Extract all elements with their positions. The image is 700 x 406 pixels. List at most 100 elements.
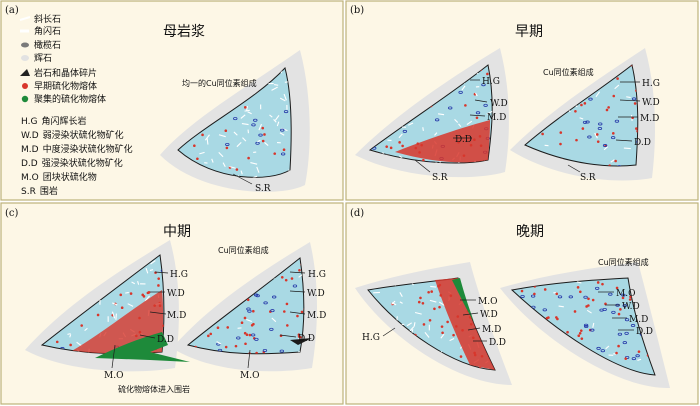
isotope-marker — [631, 97, 637, 101]
sulfide-droplet — [252, 309, 255, 313]
plagioclase-crystal — [84, 327, 88, 332]
plagioclase-crystal — [434, 132, 438, 136]
sulfide-droplet — [595, 133, 599, 136]
plagioclase-crystal — [413, 322, 416, 327]
label-sr-a: S.R — [255, 184, 271, 194]
isotope-marker — [542, 308, 547, 312]
intrusion-c-left — [25, 240, 190, 372]
sulfide-droplet — [580, 103, 583, 107]
sulfide-droplet — [541, 132, 544, 136]
sulfide-droplet — [580, 337, 584, 340]
plagioclase-crystal — [475, 92, 478, 97]
plagioclase-crystal — [251, 175, 258, 178]
sulfide-droplet — [459, 355, 463, 358]
isotope-marker — [624, 318, 630, 322]
isotope-marker — [631, 357, 637, 361]
isotope-marker — [475, 111, 481, 115]
isotope-marker — [271, 295, 277, 299]
sulfide-droplet — [273, 152, 277, 155]
isotope-marker — [614, 119, 620, 123]
isotope-marker — [258, 133, 263, 137]
plagioclase-crystal — [579, 117, 584, 120]
plagioclase-crystal — [236, 141, 242, 148]
sulfide-layer-b — [395, 120, 490, 163]
panel-b-label: (b) — [350, 5, 364, 16]
isotope-marker — [622, 341, 628, 345]
plagioclase-crystal — [218, 134, 226, 138]
sulfide-droplet — [283, 310, 286, 313]
isotope-marker — [622, 304, 627, 308]
leaders-d-right — [598, 291, 634, 331]
sulfide-droplet — [284, 278, 288, 282]
plagioclase-crystal — [216, 341, 222, 345]
plagioclase-crystal — [242, 137, 247, 142]
leaders-b-right — [567, 81, 641, 173]
legend-pyroxene: 辉石 — [34, 53, 52, 64]
legend-hornblende: 角闪石 — [34, 25, 61, 37]
isotope-marker — [635, 354, 640, 358]
plagioclase-crystal — [241, 123, 249, 126]
sulfide-droplet — [248, 333, 252, 337]
plagioclase-crystal — [69, 334, 72, 338]
sulfide-droplet — [596, 140, 600, 143]
label-mo-d-right: M.O — [616, 289, 635, 299]
isotope-marker — [600, 349, 606, 353]
sulfide-droplet — [617, 312, 621, 316]
plagioclase-crystal — [127, 303, 134, 307]
sulfide-droplet — [614, 159, 617, 163]
sulfide-droplet — [157, 284, 160, 287]
plagioclase-crystal — [247, 111, 252, 115]
sulfide-droplet — [385, 145, 388, 148]
sulfide-droplet — [129, 292, 133, 295]
sulfide-droplet — [225, 146, 229, 150]
isotope-marker — [372, 146, 377, 150]
label-md-d-left: M.D — [482, 325, 501, 335]
sulfide-droplet — [146, 291, 150, 295]
isotope-marker — [253, 118, 258, 122]
sulfide-droplet — [575, 138, 578, 142]
isotope-marker — [602, 308, 607, 312]
sulfide-droplet — [555, 292, 559, 296]
sulfide-droplet — [417, 300, 421, 304]
sulfide-droplet — [141, 293, 145, 297]
plagioclase-crystal — [229, 165, 236, 169]
isotope-marker — [583, 295, 588, 299]
sulfide-layer-c — [70, 290, 164, 354]
panel-a-note: 均一的Cu同位素组成 — [182, 78, 257, 88]
plagioclase-crystal — [240, 170, 243, 175]
isotope-marker — [531, 305, 536, 309]
sulfide-droplet — [559, 142, 562, 146]
olivine-symbol — [21, 42, 29, 48]
sulfide-droplet — [464, 104, 467, 107]
sulfide-droplet — [486, 72, 489, 76]
panel-d-note: Cu同位素组成 — [598, 257, 649, 267]
sulfide-droplet — [619, 308, 622, 311]
sulfide-droplet — [581, 127, 585, 130]
sulfide-droplet — [573, 310, 577, 313]
isotope-marker — [590, 328, 595, 332]
plagioclase-crystal — [637, 358, 642, 361]
plagioclase-crystal — [424, 331, 430, 338]
sulfide-droplet — [243, 331, 247, 335]
isotope-marker — [585, 120, 590, 124]
plagioclase-crystal — [422, 127, 424, 131]
label-md-c-left: M.D — [167, 311, 186, 321]
isotope-marker — [597, 127, 603, 131]
label-wd-b-right: W.D — [642, 98, 660, 108]
label-wd-b-left: W.D — [490, 99, 508, 109]
plagioclase-crystal — [458, 123, 462, 128]
sulfide-layer-d — [435, 278, 495, 370]
plagioclase-crystal — [199, 151, 205, 155]
plagioclase-crystal — [391, 300, 396, 305]
sulfide-droplet — [520, 289, 524, 293]
isotope-marker — [520, 294, 525, 298]
isotope-marker — [247, 309, 252, 313]
sulfide-droplet — [55, 340, 59, 344]
early-sulfide-symbol — [22, 83, 28, 89]
plagioclase-crystal — [149, 269, 154, 271]
isotope-marker — [610, 136, 616, 140]
sulfide-droplet — [69, 343, 72, 347]
label-dd-b-left: D.D — [455, 135, 472, 145]
sulfide-droplet — [300, 310, 304, 314]
